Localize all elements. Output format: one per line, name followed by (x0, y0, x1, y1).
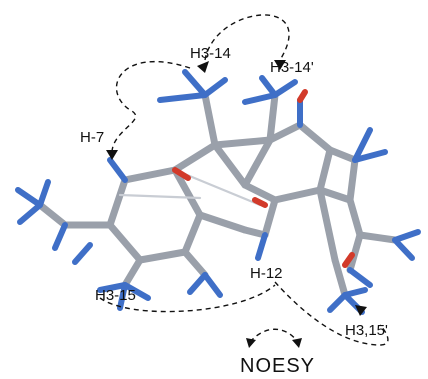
label-h12: H-12 (250, 265, 283, 282)
label-h3-14: H3-14 (190, 45, 231, 62)
legend-arrow-right-icon (292, 338, 302, 348)
noe-arc-h12-15prime (274, 281, 389, 346)
noe-arc-14-14prime (204, 14, 290, 61)
legend-arrow-left-icon (246, 338, 256, 348)
label-h3-15: H3-15 (95, 287, 136, 304)
label-h3-14-prime: H3-14' (270, 59, 314, 76)
atom-labels: H3-14 H3-14' H-7 H3-15 H-12 H3,15' NOESY (80, 45, 388, 377)
arrowhead-14-icon (197, 61, 209, 73)
noesy-legend-label: NOESY (240, 355, 315, 377)
label-h3-15-prime: H3,15' (345, 322, 388, 339)
noesy-legend-arc (249, 328, 299, 343)
label-h7: H-7 (80, 129, 104, 146)
oxygen-bonds (172, 89, 355, 268)
arrowhead-14prime-icon (274, 60, 286, 70)
noe-correlations (99, 14, 389, 348)
noe-arc-15-h12 (99, 284, 276, 313)
hydrogen-bonds (15, 69, 421, 315)
molecule-model (15, 69, 421, 315)
arrowhead-h7-icon (106, 150, 118, 160)
arrowhead-15prime-icon (355, 305, 367, 316)
noe-arc-14-h7 (111, 61, 191, 156)
carbon-bonds (36, 91, 399, 299)
